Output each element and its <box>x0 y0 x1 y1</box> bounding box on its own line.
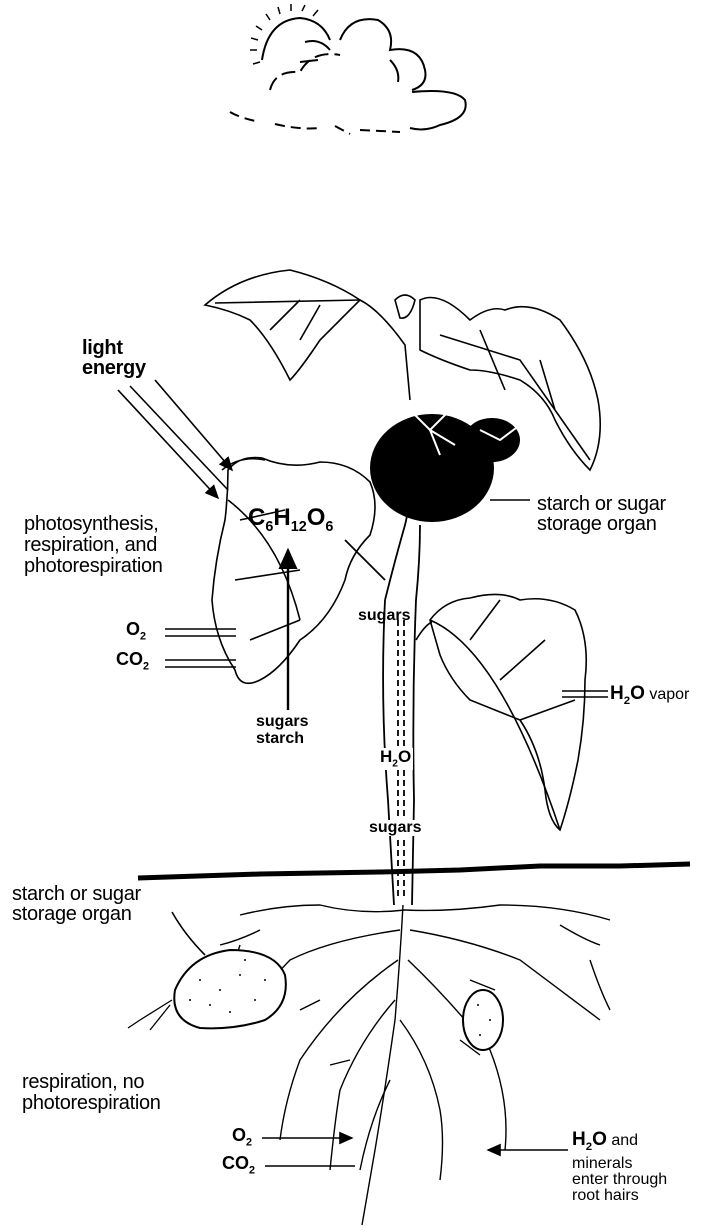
leaf-gas-arrows <box>165 629 236 667</box>
o2-leaf-label: O2 <box>126 620 146 642</box>
sugars-stem-bottom-label: sugars <box>367 820 423 836</box>
storage-organ-bottom-label: starch or sugar storage organ <box>12 884 141 924</box>
left-leaf <box>212 458 375 684</box>
storage-pointer-bottom <box>172 912 205 955</box>
h2o-stem-label: H2O <box>378 748 413 770</box>
light-arrows <box>118 380 232 498</box>
root-gas-arrows <box>262 1138 355 1166</box>
photosynthesis-label: photosynthesis, respiration, and photore… <box>24 514 163 577</box>
storage-organ-top-label: starch or sugar storage organ <box>537 494 666 534</box>
respiration-no-label: respiration, no photorespiration <box>22 1072 161 1114</box>
ground-line <box>138 864 690 878</box>
h2o-minerals-label: H2O and minerals enter through root hair… <box>572 1130 667 1204</box>
sugars-starch-label: sugars starch <box>256 714 308 748</box>
o2-root-label: O2 <box>232 1126 252 1148</box>
roots <box>220 905 610 1225</box>
h2o-vapor-label: H2O vapor <box>610 684 689 707</box>
sugars-stem-top-label: sugars <box>358 608 410 624</box>
glucose-formula: C6H12O6 <box>248 506 333 534</box>
light-energy-label: light energy <box>82 338 146 378</box>
right-leaf <box>416 594 586 830</box>
co2-leaf-label: CO2 <box>116 650 149 672</box>
tomato-fruit <box>370 410 520 522</box>
potato-right <box>463 990 503 1050</box>
co2-root-label: CO2 <box>222 1154 255 1176</box>
potato-left <box>128 950 286 1030</box>
sun-cloud-icon <box>230 4 466 134</box>
